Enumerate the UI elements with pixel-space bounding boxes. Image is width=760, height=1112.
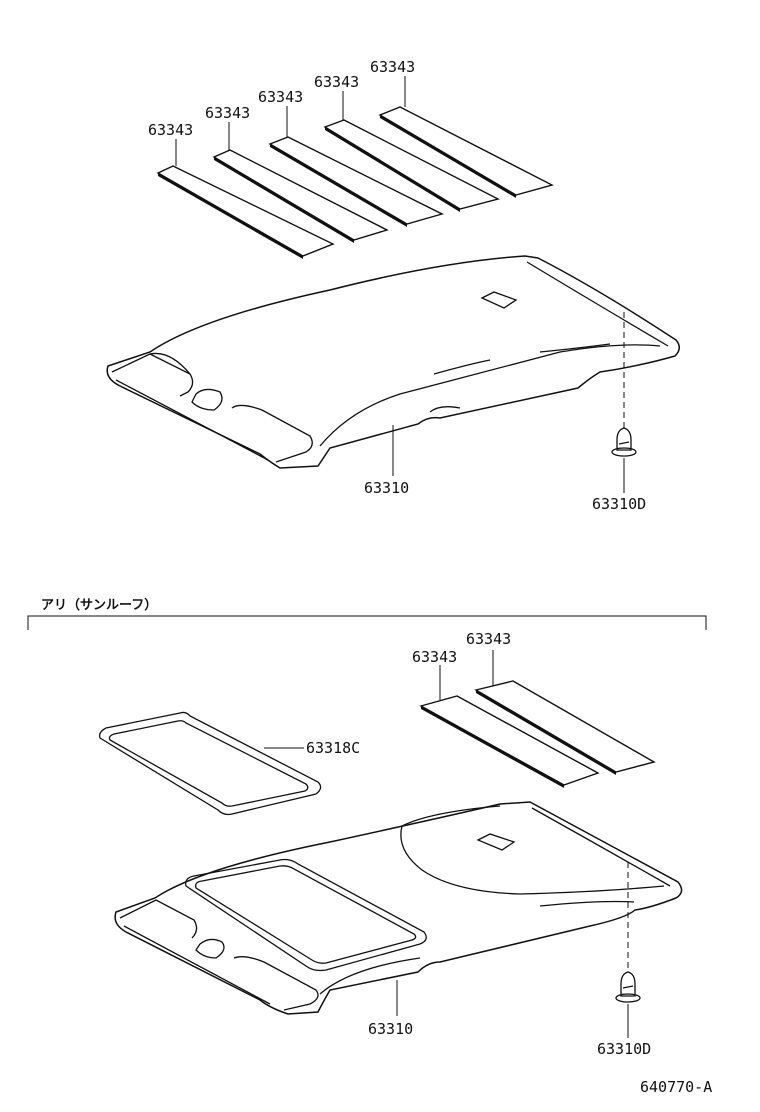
bottom-section: アリ（サンルーフ） 63318C 63343 63343 xyxy=(27,597,707,1058)
top-pad-5 xyxy=(378,106,554,198)
top-pad-label-3: 63343 xyxy=(258,88,303,106)
section-bracket xyxy=(27,615,707,630)
top-headliner-label: 63310 xyxy=(364,479,409,497)
section-heading-sunroof: アリ（サンルーフ） xyxy=(41,597,157,613)
sunroof-seal xyxy=(98,711,322,816)
top-clip-icon xyxy=(611,427,637,457)
bottom-pad-label-1: 63343 xyxy=(412,648,457,666)
bottom-clip-label: 63310D xyxy=(597,1040,651,1058)
bottom-headliner-label: 63310 xyxy=(368,1020,413,1038)
top-pad-3 xyxy=(268,136,444,227)
top-headliner xyxy=(106,255,680,469)
top-pad-leaders xyxy=(175,76,406,166)
top-clip-label: 63310D xyxy=(592,495,646,513)
top-pad-label-5: 63343 xyxy=(370,58,415,76)
top-pad-1 xyxy=(156,165,335,259)
bottom-pad-label-2: 63343 xyxy=(466,630,511,648)
bottom-pad-2 xyxy=(474,680,656,775)
top-pad-4 xyxy=(323,119,500,212)
figure-code: 640770-A xyxy=(640,1078,712,1096)
top-pad-label-1: 63343 xyxy=(148,121,193,139)
seal-label: 63318C xyxy=(306,739,360,757)
bottom-pad-1 xyxy=(419,695,600,788)
bottom-clip-icon xyxy=(615,971,641,1003)
bottom-headliner xyxy=(114,801,683,1015)
top-pad-label-2: 63343 xyxy=(205,104,250,122)
top-pad-2 xyxy=(212,149,389,243)
top-section: 63343 63343 63343 63343 63343 63310 xyxy=(106,58,680,513)
top-pad-label-4: 63343 xyxy=(314,73,359,91)
